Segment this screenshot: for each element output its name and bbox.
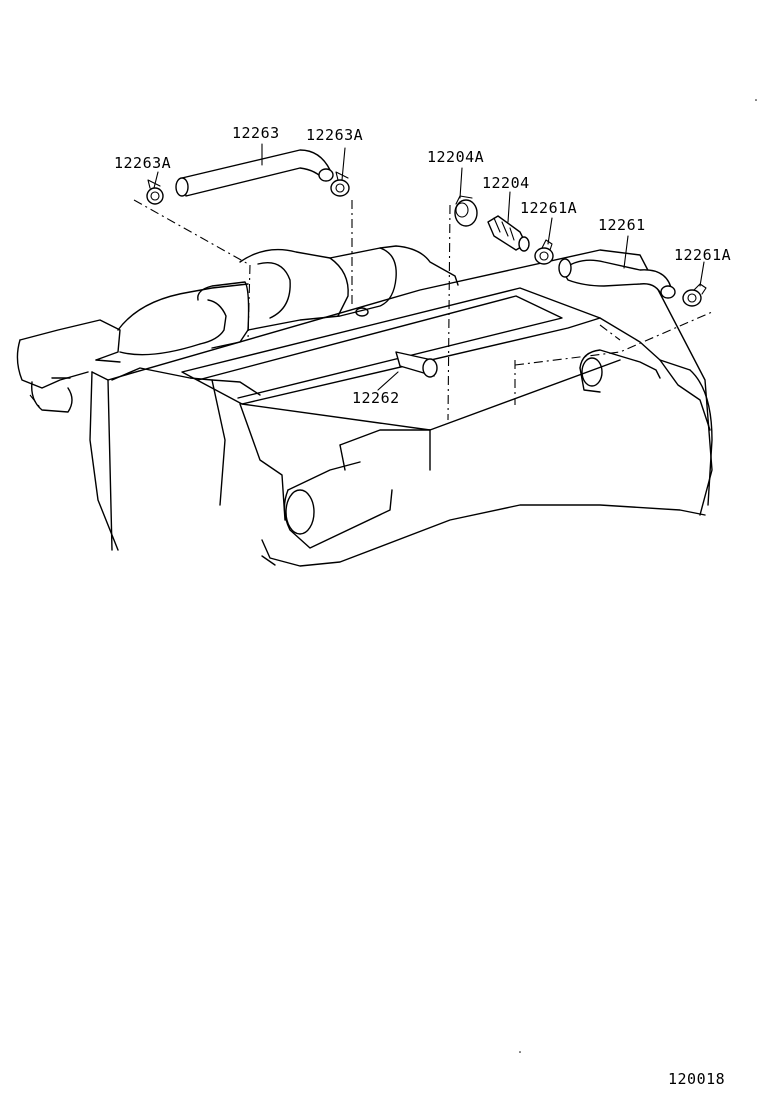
- hose-12263: [175, 149, 334, 197]
- part-label-12261A-mid: 12261A: [520, 199, 578, 217]
- part-label-12204A: 12204A: [427, 148, 485, 166]
- part-label-12263A-left: 12263A: [114, 154, 172, 172]
- clamp-12263A-left: [146, 179, 164, 205]
- hose-12261: [558, 258, 676, 299]
- part-label-12263A-right: 12263A: [306, 126, 364, 144]
- part-label-12261A-right: 12261A: [674, 246, 732, 264]
- callout-leaders: [153, 143, 705, 391]
- grommet-12204A: [454, 195, 478, 227]
- clamp-12263A-right: [330, 171, 350, 197]
- assembly-leader-lines: [29, 199, 713, 421]
- part-label-12204: 12204: [482, 174, 530, 192]
- pcv-valve-12204: [487, 215, 530, 252]
- figure-id: 120018: [668, 1070, 726, 1088]
- part-label-12262: 12262: [352, 389, 400, 407]
- part-label-12263: 12263: [232, 124, 280, 142]
- clamp-12261A-mid: [534, 239, 554, 265]
- part-label-12261: 12261: [598, 216, 646, 234]
- clamp-12261A-right: [682, 283, 707, 307]
